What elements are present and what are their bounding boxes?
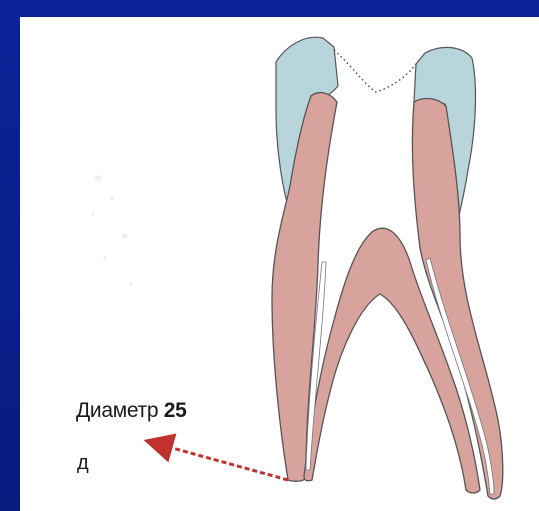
indicator-arrow	[158, 444, 288, 480]
diameter-value: 25	[164, 399, 187, 422]
panel-letter: д	[77, 452, 89, 475]
scan-smudge	[92, 175, 134, 286]
diameter-label: Диаметр	[76, 399, 158, 422]
pulp-roof-dotted	[334, 50, 416, 92]
diameter-caption: Диаметр 25	[76, 399, 187, 423]
